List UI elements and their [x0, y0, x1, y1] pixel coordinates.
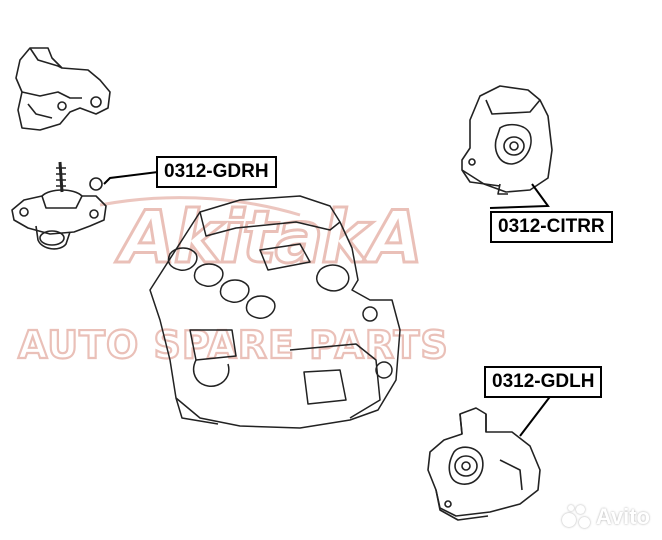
part-label-citrr: 0312-CITRR: [490, 211, 613, 243]
avito-logo-icon: [561, 505, 590, 529]
mount-citrr: [461, 85, 553, 195]
avito-text: Avito: [595, 504, 650, 529]
leader-line-gdrh: [103, 171, 159, 185]
watermark-swoosh: [99, 196, 301, 217]
avito-watermark: Avito: [561, 504, 650, 530]
mount-gdlh: [427, 407, 541, 521]
mount-gdrh: [11, 161, 107, 250]
watermark-tagline: AUTO SPARE PARTS: [18, 323, 449, 367]
part-label-gdrh: 0312-GDRH: [156, 156, 277, 188]
leader-line-citrr: [489, 183, 550, 209]
part-label-gdlh: 0312-GDLH: [484, 366, 603, 398]
engine-block: [149, 195, 401, 429]
upper-left-bracket: [15, 47, 111, 131]
